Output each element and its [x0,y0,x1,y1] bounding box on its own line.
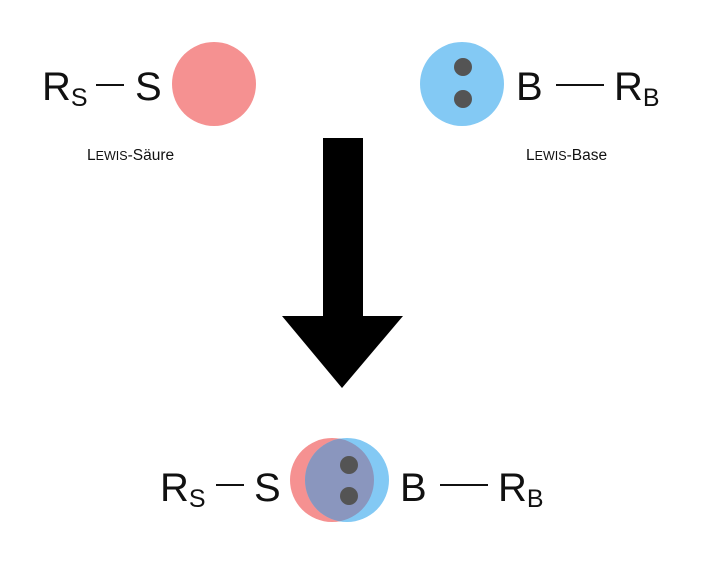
arrow-head [282,316,403,388]
acid-substituent-label: RS [42,65,88,112]
lewis-adduct: RS S B RB [160,438,544,522]
acid-atom-symbol: S [135,65,162,109]
adduct-acid-substituent-label: RS [160,466,206,513]
adduct-base-atom-symbol: B [400,466,427,510]
adduct-electron-bottom [340,487,358,505]
base-substituent-label: RB [614,65,660,112]
acid-caption-prefix: LEWIS [87,147,128,164]
base-atom-symbol: B [516,65,543,109]
base-caption: LEWIS-Base [526,147,607,164]
lone-pair-electron-top [454,58,472,76]
lewis-base: B RB LEWIS-Base [420,42,660,164]
lone-pair-electron-bottom [454,90,472,108]
reaction-arrow [282,138,403,388]
acid-caption: LEWIS-Säure [87,147,174,164]
adduct-acid-atom-symbol: S [254,466,281,510]
lewis-acid: RS S LEWIS-Säure [42,42,256,164]
adduct-orbital-overlap [305,438,374,522]
adduct-electron-top [340,456,358,474]
base-lone-pair-orbital [420,42,504,126]
adduct-base-substituent-label: RB [498,466,544,513]
arrow-shaft [323,138,363,316]
acid-empty-orbital [172,42,256,126]
